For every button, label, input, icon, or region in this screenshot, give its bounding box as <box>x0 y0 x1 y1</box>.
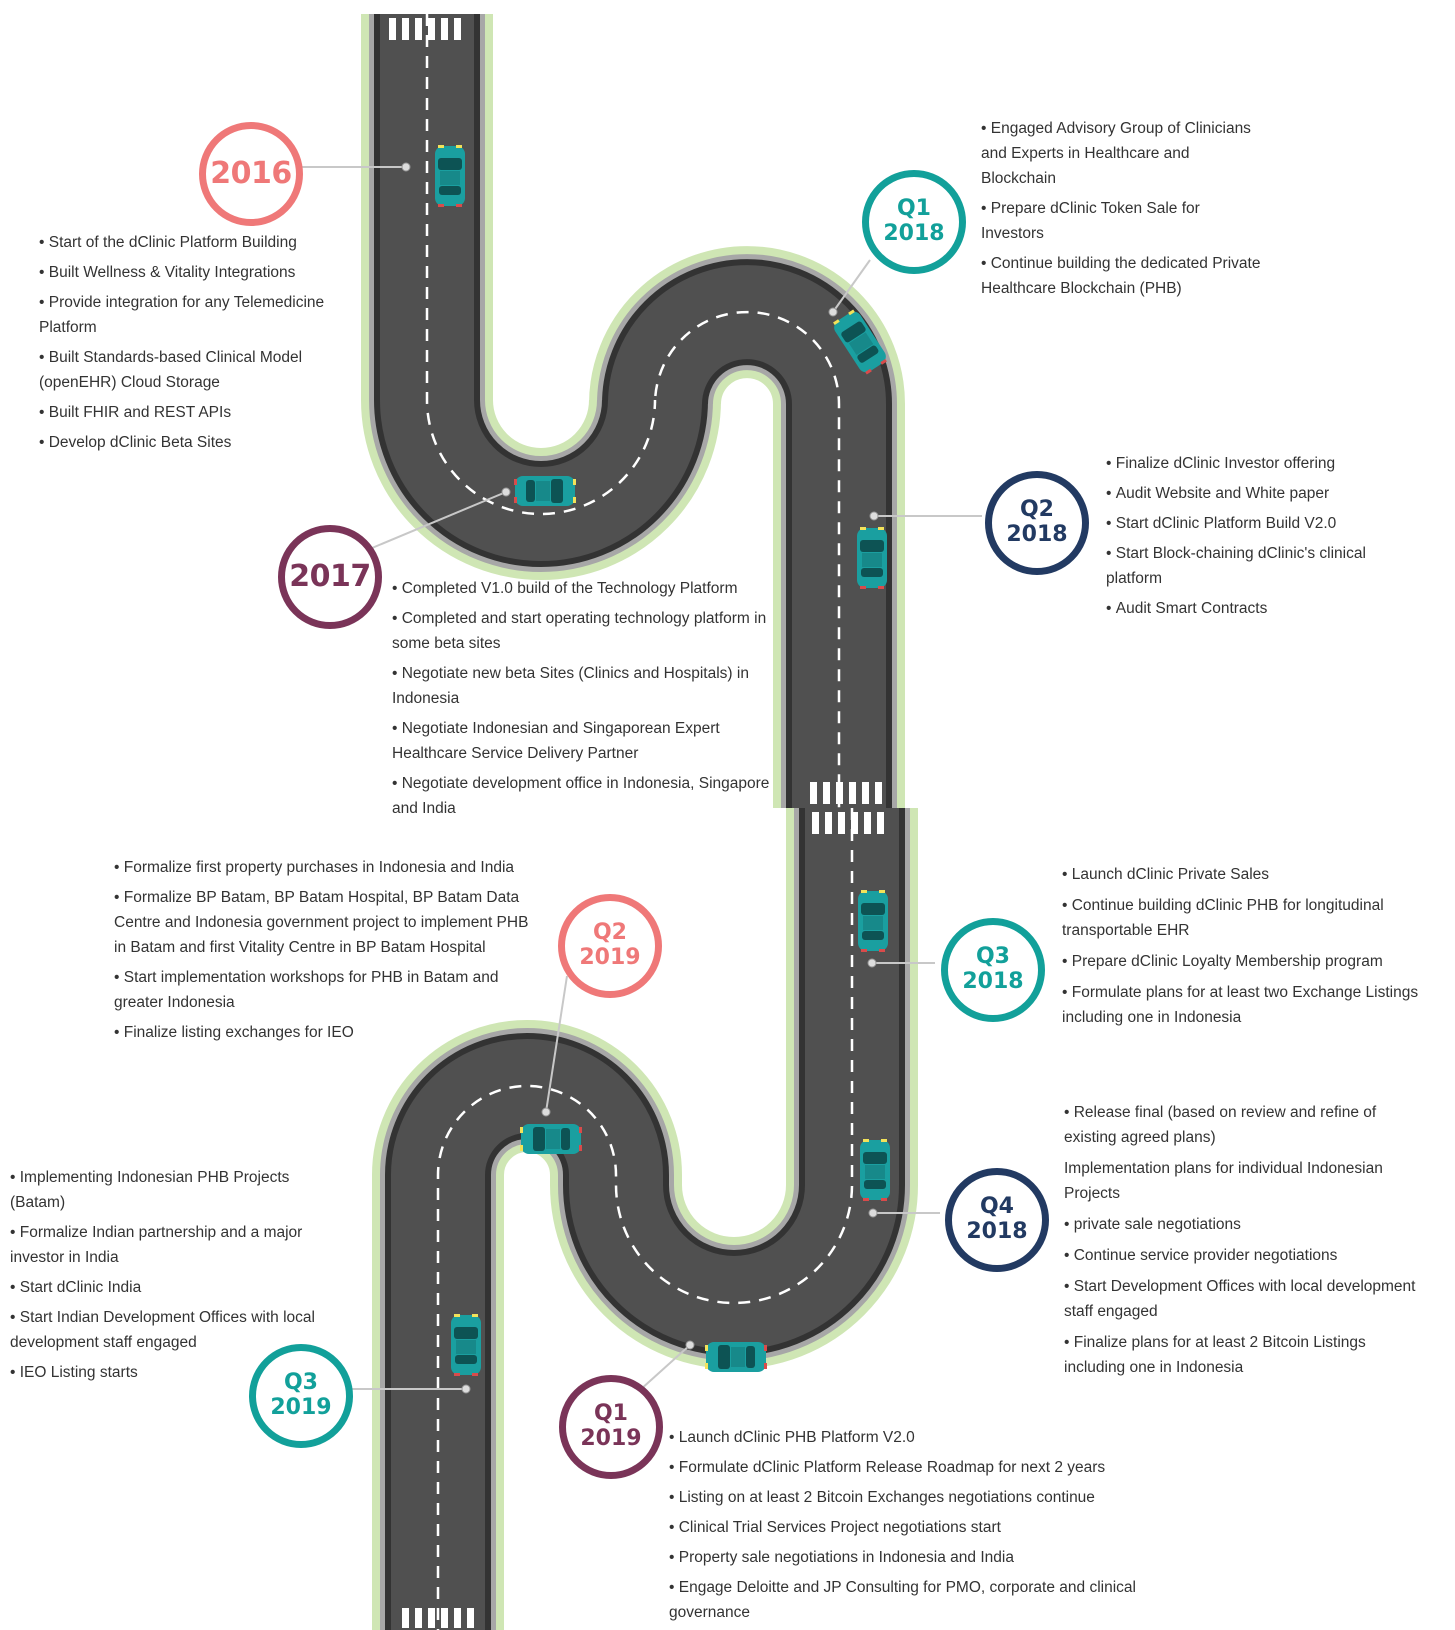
note-item: Continue service provider negotiations <box>1064 1243 1424 1268</box>
note-item: Finalize dClinic Investor offering <box>1106 451 1406 476</box>
badge-q2-2018-year: 2018 <box>1006 522 1068 547</box>
badge-q2-2018-quarter: Q2 <box>1019 497 1054 523</box>
badge-2017: 2017 <box>278 525 382 629</box>
note-item: Listing on at least 2 Bitcoin Exchanges … <box>669 1485 1139 1510</box>
badge-q4-2018-year: 2018 <box>966 1219 1028 1244</box>
car-4 <box>857 527 887 589</box>
badge-q1-2018: Q1 2018 <box>862 170 966 274</box>
notes-q3-2018: Launch dClinic Private SalesContinue bui… <box>1062 862 1455 1036</box>
badge-q1-2018-year: 2018 <box>883 221 945 246</box>
note-item: Implementation plans for individual Indo… <box>1064 1160 1383 1202</box>
note-item: Continue building the dedicated Private … <box>981 251 1261 301</box>
connector-dots <box>401 162 879 1394</box>
badge-2016-label: 2016 <box>210 156 292 192</box>
notes-q4-2018: Release final (based on review and refin… <box>1064 1100 1424 1386</box>
note-item: Audit Smart Contracts <box>1106 596 1406 621</box>
note-item: Formulate dClinic Platform Release Roadm… <box>669 1455 1139 1480</box>
note-item: Negotiate Indonesian and Singaporean Exp… <box>392 716 772 766</box>
car-9 <box>451 1314 481 1376</box>
note-item: Completed and start operating technology… <box>392 606 772 656</box>
badge-q1-2019-quarter: Q1 <box>593 1401 628 1427</box>
note-item: Continue building dClinic PHB for longit… <box>1062 893 1455 943</box>
notes-q1-2019: Launch dClinic PHB Platform V2.0Formulat… <box>669 1425 1139 1630</box>
notes-q2-2019: Formalize first property purchases in In… <box>114 855 544 1050</box>
badge-q2-2019: Q2 2019 <box>558 894 662 998</box>
badge-q2-2018: Q2 2018 <box>985 471 1089 575</box>
car-1 <box>435 145 465 207</box>
note-item: Formulate plans for at least two Exchang… <box>1062 980 1455 1030</box>
note-item: Start dClinic India <box>10 1275 340 1300</box>
note-item: Implementing Indonesian PHB Projects (Ba… <box>10 1165 340 1215</box>
note-item: Formalize first property purchases in In… <box>114 855 544 880</box>
note-item: Start Indian Development Offices with lo… <box>10 1305 340 1355</box>
note-item: Engage Deloitte and JP Consulting for PM… <box>669 1575 1139 1625</box>
badge-q2-2019-quarter: Q2 <box>592 920 627 946</box>
badge-q4-2018: Q4 2018 <box>945 1168 1049 1272</box>
note-item: Finalize listing exchanges for IEO <box>114 1020 544 1045</box>
note-item: Finalize plans for at least 2 Bitcoin Li… <box>1064 1330 1424 1380</box>
badge-q3-2018-quarter: Q3 <box>975 944 1010 970</box>
note-item: Launch dClinic Private Sales <box>1062 862 1455 887</box>
note-item: Launch dClinic PHB Platform V2.0 <box>669 1425 1139 1450</box>
car-8 <box>705 1342 767 1372</box>
note-item: Property sale negotiations in Indonesia … <box>669 1545 1139 1570</box>
note-item: private sale negotiations <box>1064 1212 1424 1237</box>
note-item: Start Block-chaining dClinic's clinical … <box>1106 541 1406 591</box>
note-item: Completed V1.0 build of the Technology P… <box>392 576 772 601</box>
badge-q3-2019-year: 2019 <box>270 1395 332 1420</box>
note-item: Formalize Indian partnership and a major… <box>10 1220 340 1270</box>
note-item: IEO Listing starts <box>10 1360 340 1385</box>
notes-q3-2019: Implementing Indonesian PHB Projects (Ba… <box>10 1165 340 1390</box>
crosswalk-mid-2 <box>812 812 884 834</box>
car-7 <box>860 1139 890 1201</box>
notes-2017: Completed V1.0 build of the Technology P… <box>392 576 772 826</box>
note-item: Prepare dClinic Token Sale for Investors <box>981 196 1261 246</box>
note-item: Built Wellness & Vitality Integrations <box>39 260 339 285</box>
notes-2016: Start of the dClinic Platform BuildingBu… <box>39 230 339 460</box>
badge-q3-2018-year: 2018 <box>962 969 1024 994</box>
note-item: Built FHIR and REST APIs <box>39 400 339 425</box>
badge-q1-2018-quarter: Q1 <box>896 196 931 222</box>
badge-q3-2018: Q3 2018 <box>941 918 1045 1022</box>
crosswalks <box>389 18 884 1628</box>
road-segment-lower <box>372 808 918 1630</box>
crosswalk-top <box>389 18 461 40</box>
note-item: Clinical Trial Services Project negotiat… <box>669 1515 1139 1540</box>
notes-q2-2018: Finalize dClinic Investor offeringAudit … <box>1106 451 1406 626</box>
note-item: Develop dClinic Beta Sites <box>39 430 339 455</box>
car-3 <box>514 476 576 506</box>
note-item: Engaged Advisory Group of Clinicians and… <box>981 116 1261 191</box>
badge-q2-2019-year: 2019 <box>579 945 641 970</box>
badge-q1-2019-year: 2019 <box>580 1426 642 1451</box>
note-item: Start Development Offices with local dev… <box>1064 1274 1424 1324</box>
note-item: Negotiate new beta Sites (Clinics and Ho… <box>392 661 772 711</box>
note-item: Provide integration for any Telemedicine… <box>39 290 339 340</box>
note-item: Built Standards-based Clinical Model (op… <box>39 345 339 395</box>
connector-lines <box>300 166 982 1391</box>
note-item: Prepare dClinic Loyalty Membership progr… <box>1062 949 1455 974</box>
note-item: Start of the dClinic Platform Building <box>39 230 339 255</box>
badge-2017-label: 2017 <box>289 559 371 595</box>
notes-q1-2018: Engaged Advisory Group of Clinicians and… <box>981 116 1261 306</box>
note-item: Negotiate development office in Indonesi… <box>392 771 772 821</box>
badge-q4-2018-quarter: Q4 <box>979 1194 1014 1220</box>
car-5 <box>858 890 888 952</box>
note-item: Start implementation workshops for PHB i… <box>114 965 544 1015</box>
note-item: Formalize BP Batam, BP Batam Hospital, B… <box>114 885 544 960</box>
badge-q1-2019: Q1 2019 <box>559 1375 663 1479</box>
badge-2016: 2016 <box>199 122 303 226</box>
road-segment-upper <box>361 14 905 808</box>
crosswalk-bottom <box>402 1608 474 1628</box>
note-item: Audit Website and White paper <box>1106 481 1406 506</box>
note-item: Release final (based on review and refin… <box>1064 1100 1424 1150</box>
car-6 <box>520 1124 582 1154</box>
crosswalk-mid-1 <box>810 782 882 804</box>
note-item: Start dClinic Platform Build V2.0 <box>1106 511 1406 536</box>
